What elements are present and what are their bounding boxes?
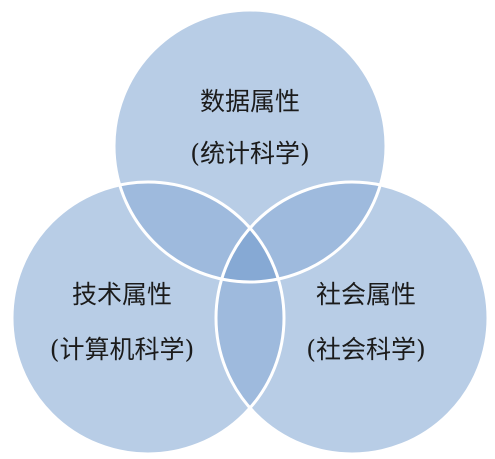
outline-data bbox=[112, 8, 388, 284]
outline-tech bbox=[10, 180, 286, 456]
label-tech-title: 技术属性 bbox=[72, 280, 172, 309]
label-social-subtitle: (社会科学) bbox=[306, 335, 426, 364]
label-data-subtitle: (统计科学) bbox=[190, 139, 310, 168]
overlap-data-social bbox=[216, 182, 386, 282]
label-data-title: 数据属性 bbox=[200, 87, 300, 116]
label-tech-subtitle: (计算机科学) bbox=[50, 335, 195, 364]
outline-social bbox=[214, 180, 490, 456]
overlap-data-tech bbox=[114, 182, 284, 282]
label-social-title: 社会属性 bbox=[316, 280, 416, 309]
